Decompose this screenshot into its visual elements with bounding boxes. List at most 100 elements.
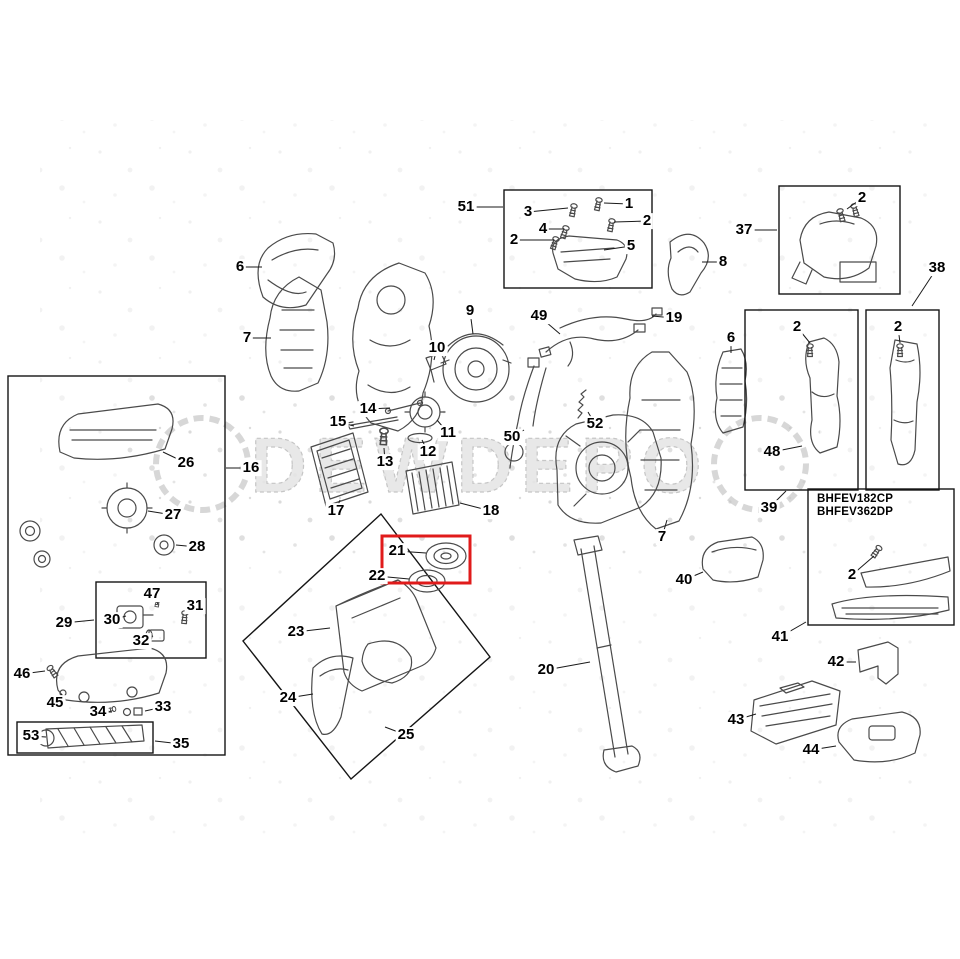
watermark-text: DEWDEPO (250, 421, 709, 509)
callout-8: 8 (716, 253, 730, 271)
group-box-39 (744, 309, 859, 491)
callout-40: 40 (673, 571, 695, 589)
left-wheels-sketch (19, 520, 51, 568)
watermark-stamp: DEWDEPO (153, 415, 809, 513)
callout-48: 48 (761, 443, 783, 461)
callout-45: 45 (44, 694, 66, 712)
callout-53: 53 (20, 727, 42, 745)
callout-27: 27 (162, 506, 184, 524)
part-6-right-sketch (714, 348, 748, 434)
callout-39: 39 (758, 499, 780, 517)
group-box-37 (778, 185, 901, 295)
speckle-noise-band (120, 390, 820, 560)
callout-7: 7 (240, 329, 254, 347)
callout-21: 21 (386, 542, 408, 560)
callout-13: 13 (374, 453, 396, 471)
callout-16: 16 (240, 459, 262, 477)
callout-2: 2 (640, 212, 654, 230)
group-box-25 (242, 512, 491, 781)
callout-49: 49 (528, 307, 550, 325)
model-code-line2: BHFEV362DP (817, 506, 894, 518)
callout-12: 12 (417, 443, 439, 461)
part-11-fan-sketch (404, 391, 446, 433)
callout-25: 25 (395, 726, 417, 744)
callout-30: 30 (101, 611, 123, 629)
part-44-charger-sketch (837, 711, 921, 763)
callout-41: 41 (769, 628, 791, 646)
part-20-tube-sketch (573, 535, 641, 773)
callout-4: 4 (536, 220, 550, 238)
callout-51: 51 (455, 198, 477, 216)
callout-38: 38 (926, 259, 948, 277)
callout-2: 2 (845, 566, 859, 584)
part-42-bracket-sketch (857, 641, 899, 685)
callout-18: 18 (480, 502, 502, 520)
callout-10: 10 (426, 339, 448, 357)
callout-26: 26 (175, 454, 197, 472)
part-7-left-sketch (265, 276, 329, 392)
group-box-38 (865, 309, 940, 491)
part-37-handvac-sketch (791, 211, 878, 285)
callout-28: 28 (186, 538, 208, 556)
callout-19: 19 (663, 309, 685, 327)
part-7-right-sketch (625, 351, 695, 530)
callout-37: 37 (733, 221, 755, 239)
part-24-cone-sketch (311, 655, 354, 735)
callout-20: 20 (535, 661, 557, 679)
part-18-filter-sketch (405, 461, 460, 515)
callout-15: 15 (327, 413, 349, 431)
part-27-wheel-sketch (101, 482, 153, 534)
part-17-filter-frame-sketch (310, 432, 369, 507)
part-6-left-sketch (257, 232, 336, 309)
part-main-housing-sketch (352, 262, 434, 432)
part-41-floorhead-sketch (831, 556, 951, 620)
callout-52: 52 (584, 415, 606, 433)
callout-33: 33 (152, 698, 174, 716)
callout-50: 50 (501, 428, 523, 446)
part-head-bottom-sketch (56, 647, 168, 703)
highlight-box (380, 534, 472, 585)
part-48-sketch (805, 337, 841, 454)
callout-32: 32 (130, 632, 152, 650)
callout-11: 11 (438, 424, 458, 442)
part-12-seal-sketch (407, 432, 433, 444)
callout-22: 22 (366, 567, 388, 585)
part-19-harness-sketch (559, 307, 663, 329)
part-53-brushroll-sketch (37, 724, 145, 749)
group-box-41-model (807, 488, 955, 626)
callout-43: 43 (725, 711, 747, 729)
model-code-line1: BHFEV182CP (817, 493, 894, 505)
callout-3: 3 (521, 203, 535, 221)
callout-2: 2 (855, 189, 869, 207)
callout-6: 6 (724, 329, 738, 347)
part-21-filter-sketch (425, 542, 467, 570)
part-26-sketch (58, 403, 174, 460)
callout-42: 42 (825, 653, 847, 671)
callout-46: 46 (11, 665, 33, 683)
part-49-harness-sketch (538, 323, 646, 367)
part-38-wand-sketch (889, 339, 921, 466)
part-34-bits-sketch (104, 705, 143, 717)
part-8-sketch (667, 233, 709, 296)
part-43-battery-sketch (750, 680, 841, 745)
part-22-ring-sketch (408, 569, 446, 593)
callout-44: 44 (800, 741, 822, 759)
callout-35: 35 (170, 735, 192, 753)
callout-2: 2 (891, 318, 905, 336)
callout-9: 9 (463, 302, 477, 320)
callout-2: 2 (507, 231, 521, 249)
callout-34: 34 (87, 703, 109, 721)
callout-23: 23 (285, 623, 307, 641)
callout-1: 1 (622, 195, 636, 213)
group-box-16 (7, 375, 226, 756)
part-28-roller-sketch (153, 534, 175, 556)
group-box-53 (16, 721, 154, 754)
callout-24: 24 (277, 689, 299, 707)
callout-2: 2 (790, 318, 804, 336)
callout-14: 14 (357, 400, 379, 418)
part-52-spring-sketch (577, 389, 587, 419)
part-23-bin-sketch (335, 579, 437, 692)
leader-line-3 (527, 207, 569, 213)
